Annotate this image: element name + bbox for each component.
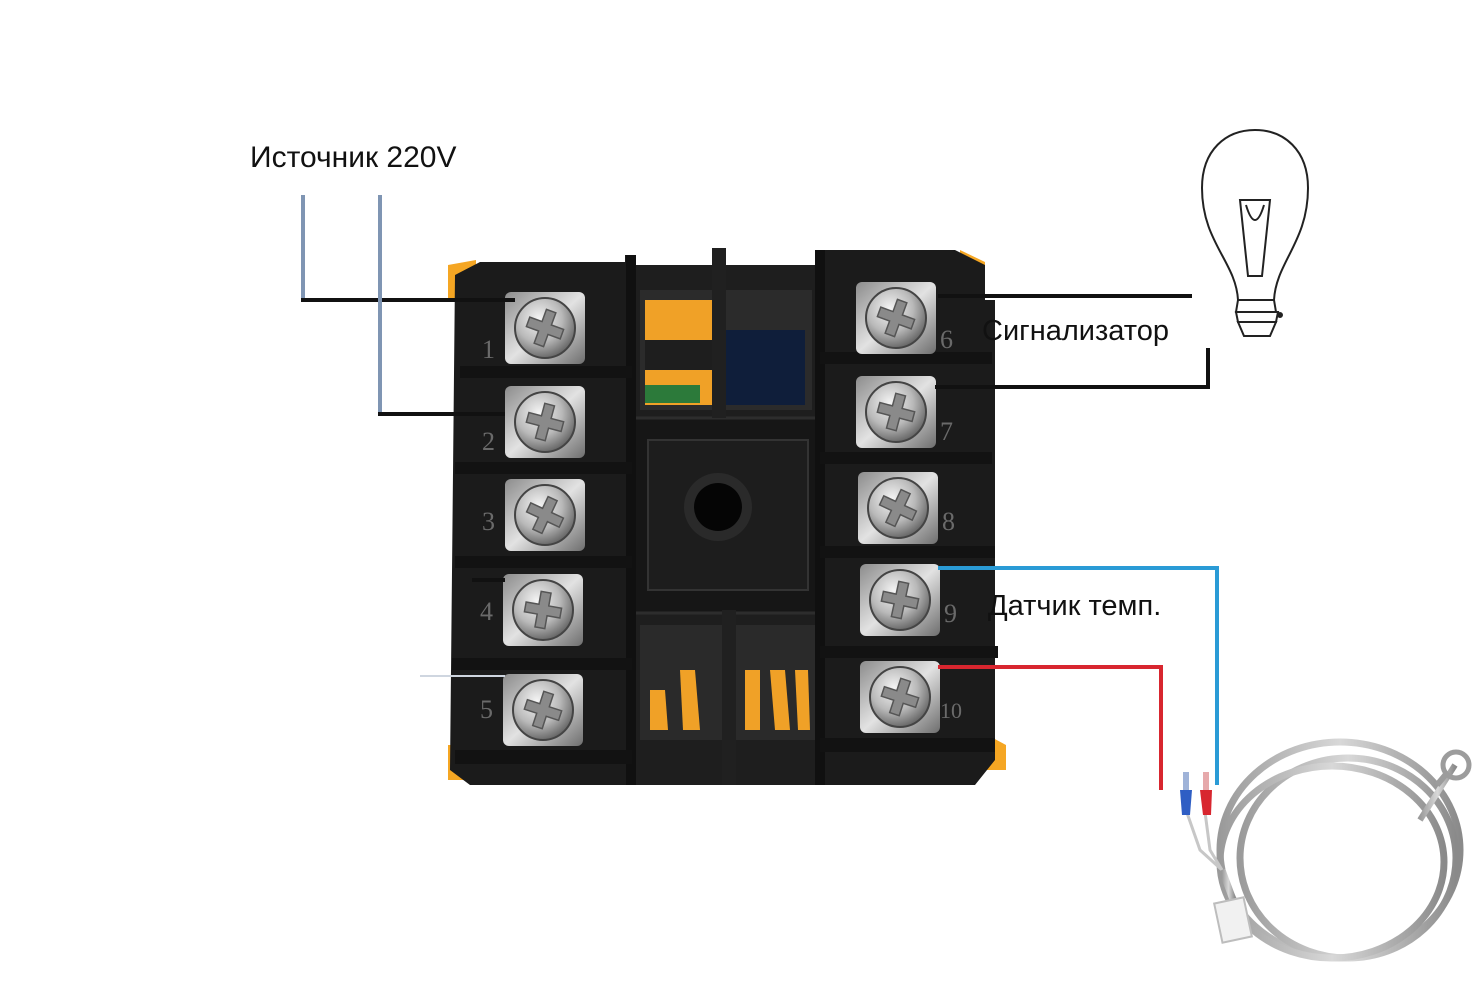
left-terminals [503, 292, 585, 746]
terminal-block [448, 248, 1006, 785]
light-bulb-icon [1200, 128, 1310, 337]
alarm-wires [935, 294, 1210, 389]
terminal-5 [503, 674, 583, 746]
terminal-8 [858, 472, 938, 544]
terminal-1 [505, 292, 585, 364]
terminal-number-1: 1 [482, 335, 495, 364]
terminal-number-10: 10 [940, 698, 962, 723]
terminal-number-4: 4 [480, 597, 493, 626]
terminal-7 [856, 376, 936, 448]
terminal-10 [860, 661, 940, 733]
terminal-number-6: 6 [940, 325, 953, 354]
terminal-number-8: 8 [942, 507, 955, 536]
sensor-label: Датчик темп. [988, 590, 1162, 622]
terminal-2 [505, 386, 585, 458]
terminal-number-3: 3 [482, 507, 495, 536]
alarm-label: Сигнализатор [982, 315, 1169, 347]
source-label: Источник 220V [250, 141, 457, 174]
right-terminals [856, 282, 940, 733]
terminal-6 [856, 282, 936, 354]
terminal-3 [505, 479, 585, 551]
terminal-4 [503, 574, 583, 646]
temperature-probe-icon [1180, 738, 1472, 962]
terminal-number-7: 7 [940, 417, 953, 446]
sensor-wires [938, 566, 1219, 790]
source-wires [301, 195, 515, 677]
terminal-number-9: 9 [944, 599, 957, 628]
terminal-number-5: 5 [480, 695, 493, 724]
terminal-number-2: 2 [482, 427, 495, 456]
terminal-9 [860, 564, 940, 636]
